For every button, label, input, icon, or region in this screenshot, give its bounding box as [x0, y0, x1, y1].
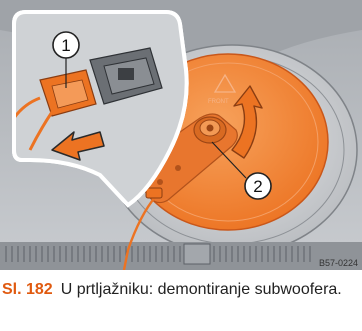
figure-illustration: FRONT [0, 0, 362, 270]
figure-caption: Sl. 182 U prtljažniku: demontiranje subwo… [2, 279, 358, 300]
sill-latch [184, 244, 210, 264]
trunk-subwoofer-drawing: FRONT [0, 0, 362, 270]
front-marking: FRONT [208, 99, 229, 105]
caption-text: U prtljažniku: demontiranje subwoofera. [61, 281, 342, 298]
callout-2-label: 2 [253, 177, 262, 196]
figure-reference-code: B57-0224 [319, 258, 358, 268]
bracket-hole [157, 179, 163, 185]
figure-number: Sl. 182 [2, 281, 53, 298]
wing-nut-icon [194, 117, 226, 143]
cable-plug [146, 188, 162, 198]
bracket-hole [175, 165, 181, 171]
callout-1-label: 1 [61, 36, 70, 55]
